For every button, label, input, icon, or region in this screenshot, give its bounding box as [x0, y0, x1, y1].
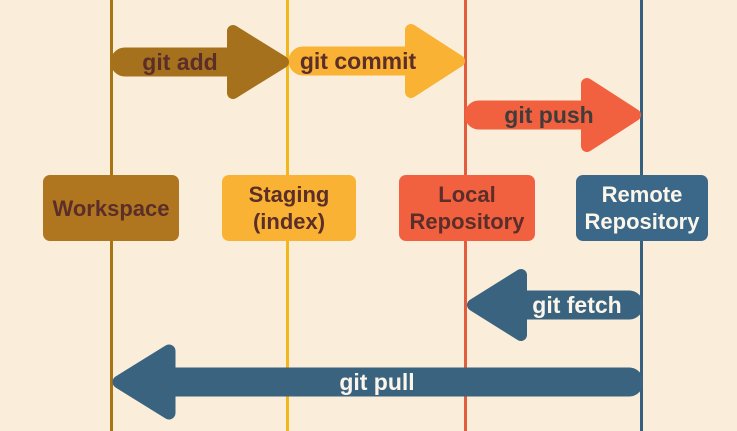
git-commit-label: git commit	[299, 48, 417, 74]
git-add-arrow: git add	[111, 25, 291, 99]
git-commit-arrow: git commit	[289, 24, 467, 98]
git-push-label: git push	[504, 102, 594, 128]
remote-repository-node: Remote Repository	[576, 175, 708, 241]
local-repository-node: Local Repository	[399, 175, 535, 241]
git-fetch-label: git fetch	[532, 292, 622, 318]
git-fetch-arrow: git fetch	[465, 269, 643, 341]
right-arrow-icon	[289, 24, 465, 98]
staging-node-label-line2: (index)	[252, 209, 326, 234]
git-pull-label: git pull	[339, 369, 415, 395]
left-arrow-icon	[467, 269, 643, 341]
git-pull-arrow: git pull	[111, 344, 643, 420]
local-node-label-line2: Repository	[409, 209, 525, 234]
right-arrow-icon	[465, 78, 641, 152]
remote-node-label-line2: Repository	[584, 209, 700, 234]
left-arrow-icon	[112, 344, 643, 420]
workspace-node-label: Workspace	[52, 195, 170, 221]
workspace-node: Workspace	[43, 175, 179, 241]
right-arrow-icon	[111, 25, 289, 99]
git-add-label: git add	[142, 49, 218, 75]
local-node-label-line1: Local	[438, 182, 496, 207]
git-push-arrow: git push	[465, 78, 643, 152]
staging-node-label-line1: Staging	[248, 182, 330, 207]
remote-node-label-line1: Remote	[601, 182, 683, 207]
staging-node: Staging (index)	[222, 175, 356, 241]
